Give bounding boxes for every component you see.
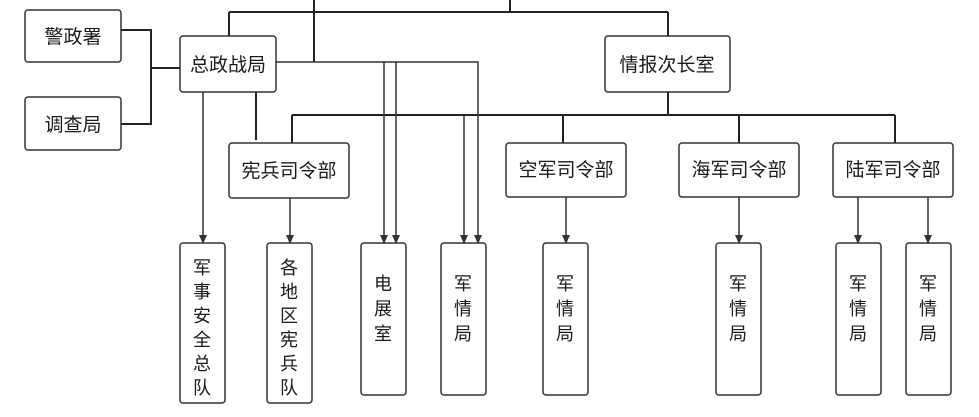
- left-bracket-line: [121, 29, 152, 125]
- arrow-lines: [199, 61, 932, 244]
- arrow-to-junqing1-a: [396, 61, 482, 244]
- svg-text:警政署: 警政署: [44, 26, 101, 48]
- node-kongjun-siling: 空军司令部: [505, 142, 627, 198]
- node-junqingju-1: 军情局: [440, 242, 487, 396]
- vertical-node-label: 军情局: [454, 274, 472, 345]
- node-dianzhanshi: 电展室: [360, 242, 407, 396]
- node-junqingju-2: 军情局: [542, 242, 589, 396]
- vertical-node-label: 军情局: [919, 274, 937, 345]
- vertical-node-label: 军情局: [849, 274, 867, 345]
- node-haijun-siling: 海军司令部: [678, 142, 800, 198]
- node-junqingju-5: 军情局: [905, 242, 952, 396]
- node-gedi-xianbing: 各地区宪兵队: [266, 242, 313, 404]
- vertical-node-label: 电展室: [374, 274, 392, 345]
- svg-text:宪兵司令部: 宪兵司令部: [241, 160, 336, 182]
- svg-text:空军司令部: 空军司令部: [518, 159, 613, 181]
- node-qingbaocizhangshi: 情报次长室: [604, 35, 731, 93]
- node-junqingju-4: 军情局: [835, 242, 882, 396]
- vertical-node-label: 各地区宪兵队: [280, 258, 298, 399]
- svg-text:总政战局: 总政战局: [190, 54, 266, 76]
- node-jingzhengshu: 警政署: [24, 9, 122, 63]
- vertical-node-label: 军情局: [556, 274, 574, 345]
- node-junshi-anquan: 军事安全总队: [179, 242, 226, 404]
- connector-lines: [121, 0, 896, 143]
- svg-text:陆军司令部: 陆军司令部: [845, 159, 940, 181]
- svg-text:调查局: 调查局: [44, 114, 101, 136]
- node-zongzhengzhanju: 总政战局: [179, 35, 277, 93]
- svg-text:海军司令部: 海军司令部: [691, 159, 786, 181]
- vertical-node-label: 军情局: [729, 274, 747, 345]
- node-diaochaju: 调查局: [24, 96, 122, 151]
- node-lujun-siling: 陆军司令部: [832, 142, 954, 198]
- svg-text:情报次长室: 情报次长室: [619, 54, 714, 76]
- node-xianbing-siling: 宪兵司令部: [228, 142, 350, 199]
- node-junqingju-3: 军情局: [715, 242, 762, 396]
- vertical-node-label: 军事安全总队: [193, 258, 211, 399]
